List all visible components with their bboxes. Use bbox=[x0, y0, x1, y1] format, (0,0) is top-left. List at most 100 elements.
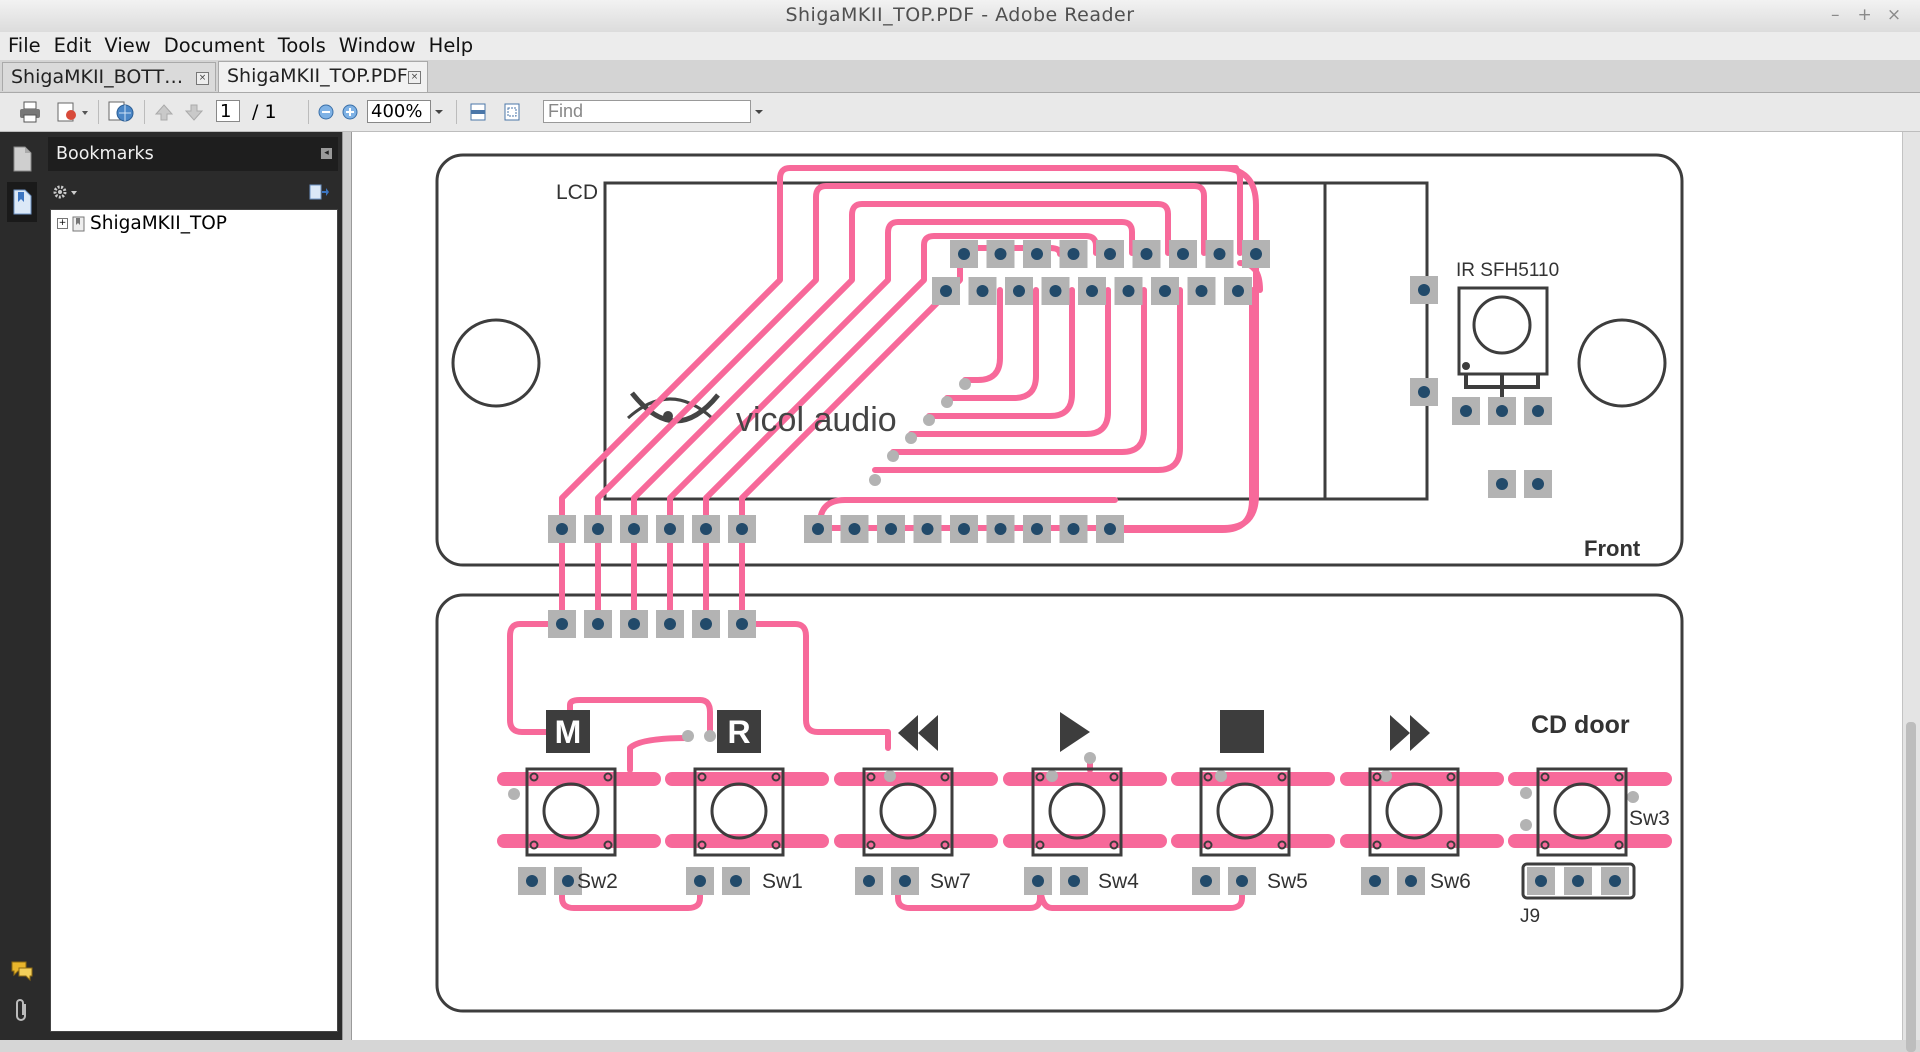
speech-bubbles-icon bbox=[11, 961, 33, 982]
zoom-in-button[interactable] bbox=[340, 99, 360, 125]
vertical-scrollbar[interactable] bbox=[1902, 132, 1920, 1052]
find-input[interactable] bbox=[543, 100, 751, 123]
attachments-panel-button[interactable] bbox=[12, 998, 32, 1029]
rewind-icon bbox=[898, 715, 938, 751]
tab-shigamkii-top[interactable]: ShigaMKII_TOP.PDF × bbox=[218, 61, 428, 92]
pad-hole bbox=[1195, 285, 1208, 297]
maximize-button[interactable]: + bbox=[1857, 5, 1872, 25]
menu-window[interactable]: Window bbox=[338, 34, 416, 57]
close-window-button[interactable]: × bbox=[1886, 5, 1902, 25]
pad-hole bbox=[1200, 875, 1212, 887]
pad-hole bbox=[1532, 478, 1544, 490]
fit-page-button[interactable] bbox=[500, 99, 524, 125]
via bbox=[1520, 787, 1532, 799]
export-dropdown-button[interactable] bbox=[54, 99, 90, 125]
pad-hole bbox=[1369, 875, 1381, 887]
pad-hole bbox=[885, 523, 897, 535]
pad-hole bbox=[1236, 875, 1248, 887]
fit-width-button[interactable] bbox=[466, 99, 490, 125]
tactile-switch bbox=[862, 767, 954, 857]
collaborate-button[interactable] bbox=[106, 99, 136, 125]
tab-label: ShigaMKII_BOTT… bbox=[11, 66, 184, 88]
panel-title: Bookmarks bbox=[56, 144, 154, 164]
menu-edit[interactable]: Edit bbox=[53, 34, 92, 57]
pad-hole bbox=[1013, 285, 1025, 297]
zoom-dropdown[interactable] bbox=[433, 99, 445, 125]
zoom-level-input[interactable]: 400% bbox=[367, 100, 431, 123]
pad-hole bbox=[863, 875, 875, 887]
paperclip-icon bbox=[16, 999, 26, 1021]
via bbox=[1627, 791, 1639, 803]
menu-tools[interactable]: Tools bbox=[277, 34, 326, 57]
pad-hole bbox=[1031, 523, 1043, 535]
sw4-label: Sw4 bbox=[1098, 870, 1139, 893]
chevron-down-icon bbox=[435, 110, 443, 114]
title-bar: ShigaMKII_TOP.PDF - Adobe Reader – + × bbox=[0, 0, 1920, 33]
tactile-switch bbox=[525, 767, 617, 857]
bookmark-item[interactable]: + ShigaMKII_TOP bbox=[57, 213, 227, 234]
close-tab-icon[interactable]: × bbox=[196, 72, 209, 85]
via bbox=[704, 730, 716, 742]
window-title: ShigaMKII_TOP.PDF - Adobe Reader bbox=[785, 4, 1135, 26]
close-tab-icon[interactable]: × bbox=[408, 71, 421, 84]
pages-panel-button[interactable] bbox=[11, 146, 33, 177]
mounting-hole bbox=[1577, 318, 1667, 408]
document-viewer[interactable]: LCD vicol audio IR SFH5110 Front CD door… bbox=[352, 132, 1902, 1040]
panel-splitter[interactable] bbox=[342, 132, 352, 1040]
pad-hole bbox=[1086, 285, 1098, 297]
pcb-trace bbox=[908, 287, 1111, 437]
page-number-input[interactable]: 1 bbox=[216, 100, 240, 122]
via bbox=[923, 414, 935, 426]
print-button[interactable] bbox=[16, 99, 44, 125]
pad-hole bbox=[1232, 285, 1244, 297]
pad-hole bbox=[812, 523, 824, 535]
collapse-panel-icon[interactable]: ◂ bbox=[321, 148, 332, 159]
pad-hole bbox=[1140, 248, 1153, 260]
scrollbar-thumb[interactable] bbox=[1906, 722, 1916, 1052]
zoom-out-button[interactable] bbox=[316, 99, 336, 125]
globe-share-icon bbox=[108, 101, 134, 122]
pad-hole bbox=[1496, 478, 1508, 490]
pad-hole bbox=[1031, 248, 1043, 260]
new-bookmark-button[interactable] bbox=[308, 182, 330, 206]
next-page-button[interactable] bbox=[182, 99, 206, 125]
pcb-trace bbox=[944, 287, 1039, 401]
navigation-strip bbox=[0, 132, 44, 1040]
pad-hole bbox=[958, 248, 970, 260]
bookmarks-panel-button[interactable] bbox=[7, 182, 37, 222]
arrow-down-icon bbox=[184, 104, 204, 121]
menu-file[interactable]: File bbox=[8, 34, 41, 57]
stop-icon bbox=[1220, 710, 1264, 753]
pad-hole bbox=[628, 523, 640, 535]
pad-hole bbox=[1418, 386, 1430, 398]
menu-help[interactable]: Help bbox=[428, 34, 474, 57]
sw7-label: Sw7 bbox=[930, 870, 971, 893]
switch-board-outline bbox=[435, 593, 1684, 1013]
pad-hole bbox=[1460, 405, 1472, 417]
pcb-trace bbox=[631, 201, 1171, 531]
pad-hole bbox=[592, 618, 604, 630]
front-board-outline bbox=[435, 153, 1684, 567]
find-options-dropdown[interactable] bbox=[753, 99, 765, 125]
minimize-button[interactable]: – bbox=[1830, 5, 1840, 25]
previous-page-button[interactable] bbox=[152, 99, 176, 125]
expand-icon[interactable]: + bbox=[57, 218, 68, 229]
menu-document[interactable]: Document bbox=[163, 34, 265, 57]
pad-hole bbox=[1405, 875, 1417, 887]
comments-panel-button[interactable] bbox=[10, 960, 34, 987]
pcb-trace bbox=[962, 287, 1003, 383]
sw1-label: Sw1 bbox=[762, 870, 803, 893]
pcb-trace bbox=[872, 287, 1183, 473]
pad-hole bbox=[994, 523, 1007, 535]
via bbox=[941, 396, 953, 408]
bookmark-options-button[interactable] bbox=[52, 182, 80, 206]
fit-page-icon bbox=[504, 103, 520, 121]
pad-hole bbox=[1159, 285, 1171, 297]
menu-view[interactable]: View bbox=[104, 34, 151, 57]
pad-hole bbox=[592, 523, 604, 535]
fast-forward-icon bbox=[1390, 715, 1430, 751]
pad-hole bbox=[1067, 248, 1080, 260]
bookmark-label: ShigaMKII_TOP bbox=[90, 213, 227, 234]
pad-hole bbox=[700, 523, 712, 535]
tab-shigamkii-bottom[interactable]: ShigaMKII_BOTT… × bbox=[2, 62, 216, 91]
